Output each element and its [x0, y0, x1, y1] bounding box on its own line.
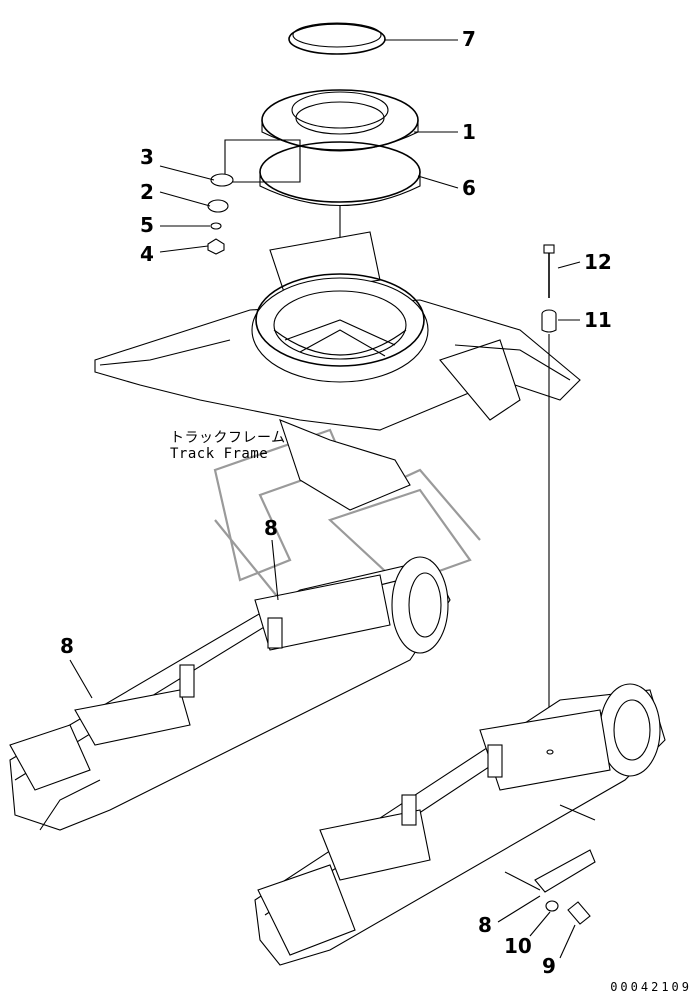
track-frame-label-jp: トラックフレーム — [170, 430, 286, 446]
callout-9: 9 — [542, 954, 556, 978]
callout-8-lower: 8 — [478, 913, 492, 937]
callout-5: 5 — [140, 213, 154, 237]
callout-12: 12 — [584, 250, 612, 274]
drawing-code: 00042109 — [610, 980, 692, 994]
callout-10: 10 — [504, 934, 532, 958]
callout-8-upper: 8 — [264, 516, 278, 540]
right-track-frame — [254, 683, 666, 966]
callout-11: 11 — [584, 308, 612, 332]
callout-2: 2 — [140, 180, 154, 204]
callout-4: 4 — [140, 242, 154, 266]
part-12-bolt — [543, 244, 581, 298]
lower-hardware — [497, 804, 596, 959]
callout-1: 1 — [462, 120, 476, 144]
callout-7: 7 — [462, 27, 476, 51]
small-parts-group — [159, 139, 301, 255]
callout-6: 6 — [462, 176, 476, 200]
track-frame-label-en: Track Frame — [170, 446, 269, 463]
callout-3: 3 — [140, 145, 154, 169]
upper-frame — [94, 231, 581, 511]
callout-8-left: 8 — [60, 634, 74, 658]
part-1-ring — [261, 89, 458, 152]
track-frame-label: トラックフレーム Track Frame — [170, 430, 286, 462]
left-track-frame — [9, 539, 451, 831]
part-6-ring — [259, 141, 459, 207]
part-11-spacer — [541, 309, 580, 740]
part-7-seal-ring — [288, 22, 458, 55]
